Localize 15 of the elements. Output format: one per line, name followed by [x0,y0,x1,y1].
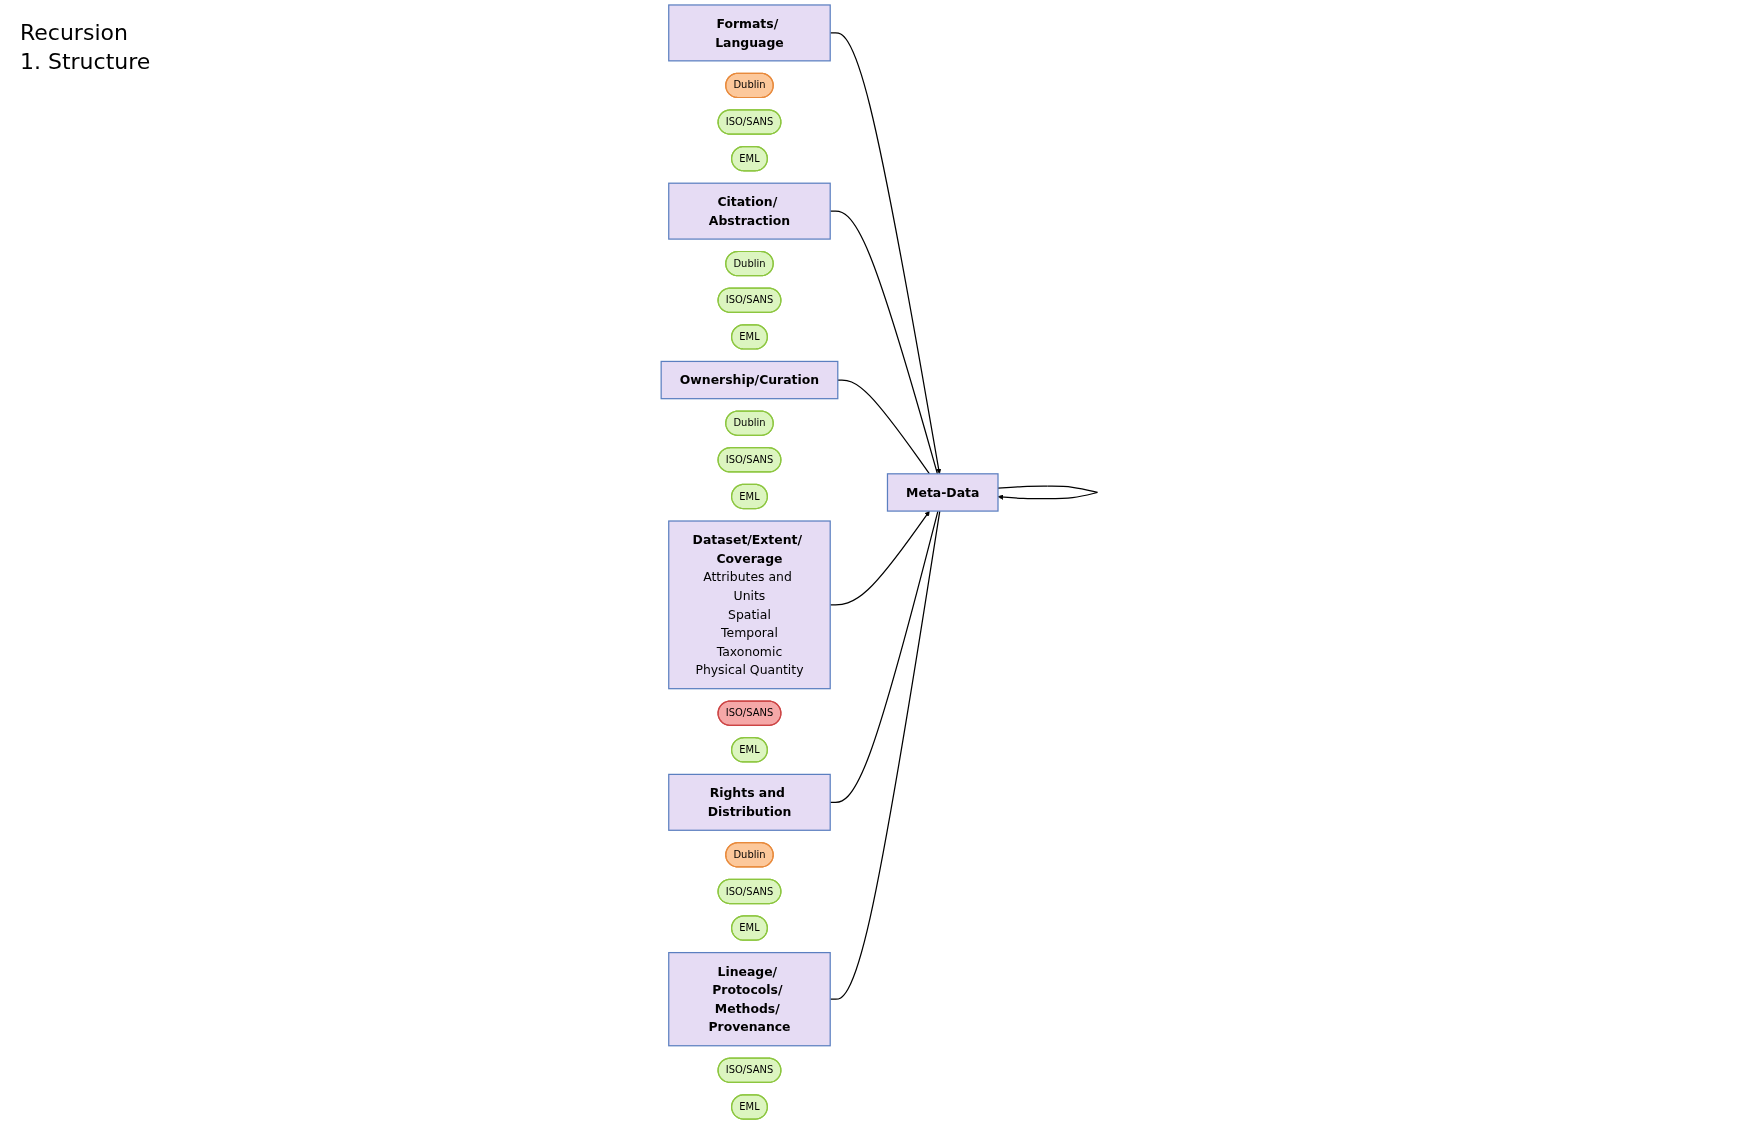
note-text: 1. Structure [20,49,151,74]
arrow [829,32,941,475]
node-box: Citation/ Abstraction [667,182,831,240]
connector [829,510,941,1000]
note-text: Recursion [20,20,129,45]
node-box: Ownership/Curation [660,360,839,400]
node-box: Dataset/Extent/ Coverage Attributes and Units Spatial Temporal Taxonomic Physical Quantity [667,520,831,690]
arrow [997,485,1098,500]
arrow [829,510,930,606]
connector [829,210,938,475]
node-box: Rights and Distribution [667,773,831,831]
node-box: Formats/ Language [667,4,831,62]
connector [829,510,939,803]
node-box: Lineage/ Protocols/ Methods/ Provenance [667,952,831,1047]
node-box: Meta-Data [886,473,999,512]
